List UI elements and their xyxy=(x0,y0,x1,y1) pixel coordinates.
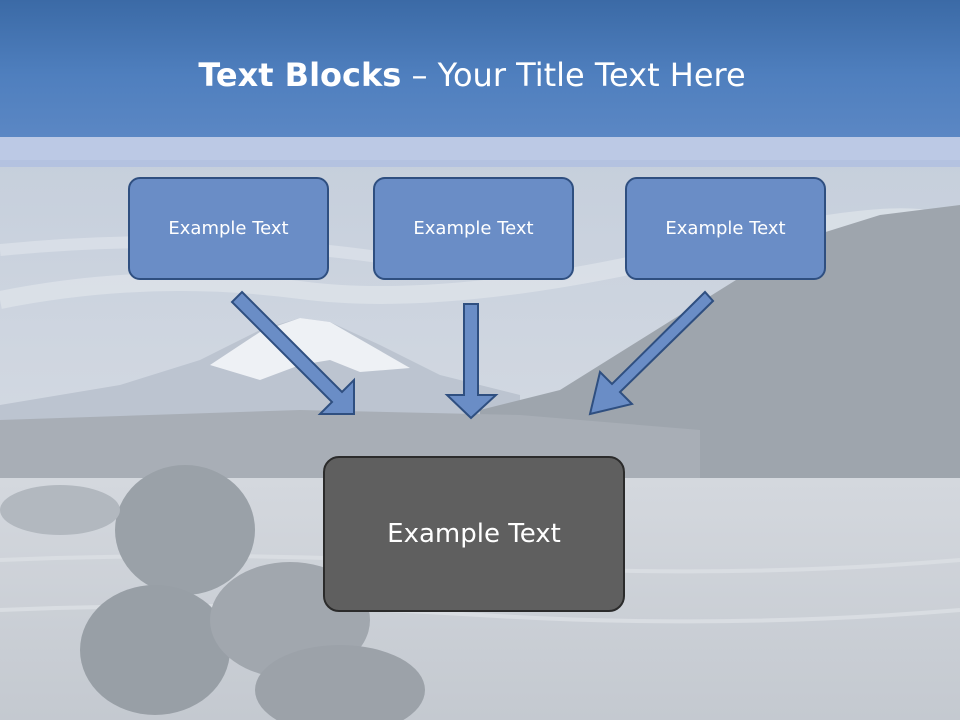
title-dash: – xyxy=(401,56,438,94)
text-block-left[interactable]: Example Text xyxy=(128,177,329,280)
header-strip xyxy=(0,137,960,167)
title-rest: Your Title Text Here xyxy=(437,56,746,94)
arrow-right-to-center xyxy=(588,290,715,416)
text-block-middle-label: Example Text xyxy=(413,218,534,239)
text-block-left-label: Example Text xyxy=(168,218,289,239)
arrow-left-to-center xyxy=(230,290,355,415)
title-bold: Text Blocks xyxy=(198,56,402,94)
header-band xyxy=(0,0,960,137)
slide-title: Text Blocks – Your Title Text Here xyxy=(0,55,944,95)
text-block-right[interactable]: Example Text xyxy=(625,177,826,280)
text-block-right-label: Example Text xyxy=(665,218,786,239)
center-text-block[interactable]: Example Text xyxy=(323,456,625,612)
text-block-middle[interactable]: Example Text xyxy=(373,177,574,280)
center-text-block-label: Example Text xyxy=(387,519,561,549)
arrow-middle-to-center xyxy=(444,303,499,420)
